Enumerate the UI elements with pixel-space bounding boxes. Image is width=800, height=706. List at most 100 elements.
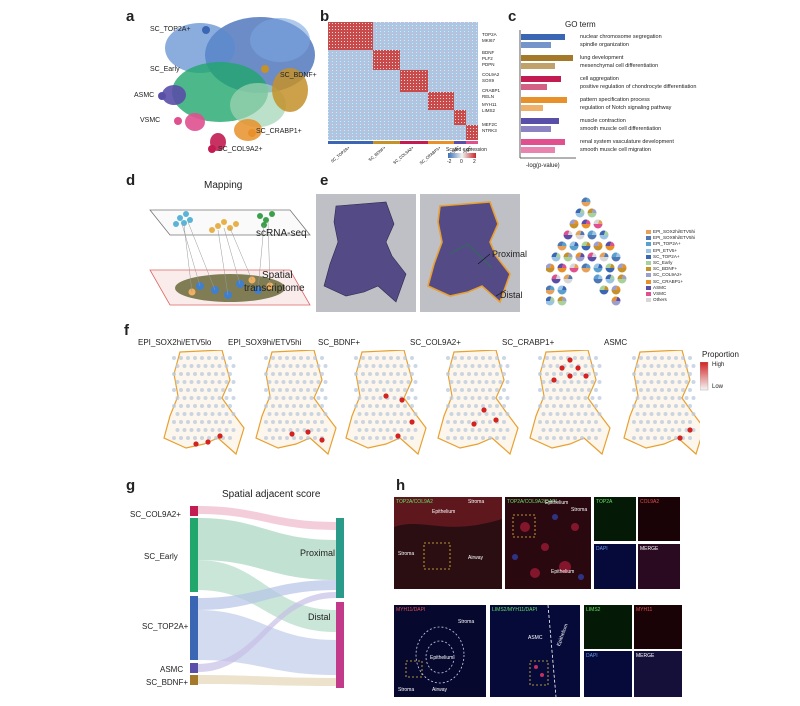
gene-label: COL9A2 xyxy=(482,72,500,77)
spot-pie xyxy=(557,285,567,295)
sankey-left-label-asmc: ASMC xyxy=(160,665,184,674)
proportion-high: High xyxy=(712,362,725,368)
spot-pie xyxy=(557,241,567,251)
micro-bottom-2-asmc: ASMC xyxy=(528,635,543,641)
sankey-left-label-bdnf: SC_BDNF+ xyxy=(146,678,189,687)
gene-label: TOP2A xyxy=(482,32,497,37)
heatmap-column-label: SC_BDNF+ xyxy=(367,145,387,163)
hot-spot xyxy=(471,421,477,427)
proximal-label: Proximal xyxy=(492,249,528,259)
legend-label: ASMC xyxy=(653,284,667,290)
hot-spot xyxy=(217,433,223,439)
hot-spot xyxy=(493,417,499,423)
heatmap-column-label: VSMC xyxy=(461,145,473,156)
spot-pie xyxy=(563,274,573,284)
sankey-left-label-early: SC_Early xyxy=(144,552,178,561)
expression-heatmap: SC_TOP2A+SC_BDNF+SC_COL9A2+SC_CRABP1+ASM… xyxy=(328,22,478,166)
distal-label: Distal xyxy=(500,290,523,300)
gene-label: PDPN xyxy=(482,62,495,67)
micro-bottom-1: MYH11/DAPI Stroma Epithelium Stroma Airw… xyxy=(394,605,486,697)
micro-top-3b-label: COL9A2 xyxy=(640,499,660,505)
spatial-pie-map xyxy=(546,197,627,306)
hot-spot xyxy=(193,441,199,447)
sankey-node-bdnf xyxy=(190,675,198,685)
mapping-schematic xyxy=(149,209,311,306)
micro-top-1-stroma-b: Stroma xyxy=(398,551,415,557)
micro-top-1-epithelium: Epithelium xyxy=(432,509,456,515)
sankey-title: Spatial adjacent score xyxy=(222,489,321,500)
go-term-label: nuclear chromosome segregation xyxy=(580,34,662,40)
legend-label: SC_TOP2A+ xyxy=(653,253,680,259)
proportion-legend-title: Proportion xyxy=(702,350,739,359)
micro-top-3c-label: DAPI xyxy=(596,546,608,552)
gene-label: BDNF xyxy=(482,50,495,55)
umap-label-crabp1: SC_CRABP1+ xyxy=(256,128,302,135)
spot-pie xyxy=(605,263,615,273)
sankey-node-top2a xyxy=(190,596,198,660)
sankey-node-distal xyxy=(336,602,344,688)
legend-swatch xyxy=(646,236,651,241)
hot-spot xyxy=(677,435,683,441)
go-bar xyxy=(521,76,561,82)
spot-pie xyxy=(581,241,591,251)
sankey-node-proximal xyxy=(336,518,344,598)
hot-spot xyxy=(567,373,573,379)
umap-label-vsmc: VSMC xyxy=(140,117,161,124)
micro-bottom-3a-label: LIMS2 xyxy=(586,607,601,613)
legend-label: VSMC xyxy=(653,291,667,296)
go-bar xyxy=(521,97,567,103)
gene-label: SOX9 xyxy=(482,78,495,83)
spot-pie xyxy=(605,241,615,251)
go-bar xyxy=(521,55,573,61)
go-bar xyxy=(521,139,565,145)
spot-pie xyxy=(605,274,615,284)
spot-pie xyxy=(599,252,609,262)
panel-f-title: SC_COL9A2+ xyxy=(410,338,461,347)
micro-bottom-1-epithelium: Epithelium xyxy=(430,655,454,661)
hot-spot xyxy=(575,365,581,371)
go-bar xyxy=(521,34,565,40)
go-term-label: lung development xyxy=(580,55,624,61)
go-title: GO term xyxy=(565,20,596,29)
scrna-label: scRNA-seq xyxy=(256,228,307,239)
spatial-label-line1: Spatial xyxy=(262,270,293,281)
micro-bottom-3d: MERGE xyxy=(634,651,682,697)
go-term-label: spindle organization xyxy=(580,42,629,48)
proportion-map xyxy=(623,350,700,456)
spot-pie xyxy=(557,296,567,306)
expression-colorbar xyxy=(448,153,476,158)
gene-label: RELN xyxy=(482,94,495,99)
micro-bottom-3b: MYH11 xyxy=(634,605,682,649)
gene-label: MKI67 xyxy=(482,38,496,43)
hot-spot xyxy=(395,433,401,439)
panel-f-title: SC_CRABP1+ xyxy=(502,338,555,347)
proportion-map xyxy=(163,350,245,456)
gene-label: MYH11 xyxy=(482,102,497,107)
micro-top-3a-label: TOP2A xyxy=(596,499,613,505)
go-term-label: pattern specification process xyxy=(580,97,650,103)
go-term-label: regulation of Notch signaling pathway xyxy=(580,105,672,111)
micro-bottom-1-stroma: Stroma xyxy=(458,619,475,625)
go-bar xyxy=(521,147,555,153)
spot-pie xyxy=(587,230,597,240)
heatmap-column-label: SC_CRABP1+ xyxy=(418,145,442,166)
micro-top-1: TOP2A/COL9A2 Epithelium Stroma Stroma Ai… xyxy=(394,497,502,589)
micro-top-3d: MERGE xyxy=(638,544,680,589)
legend-label: EPI_ETV5+ xyxy=(653,247,678,253)
micro-top-2: TOP2A/COL9A2/DAPI Epithelium Stroma Epit… xyxy=(505,497,591,589)
spot-pie xyxy=(593,241,603,251)
legend-label: EPI_SOX9hi/ETV5hi xyxy=(653,235,696,241)
spot-pie xyxy=(569,263,579,273)
proportion-colorbar xyxy=(700,362,709,391)
heatmap-legend-tick-high: 2 xyxy=(473,159,476,165)
hot-spot xyxy=(551,377,557,383)
umap-label-early: SC_Early xyxy=(150,66,180,73)
hot-spot xyxy=(567,357,573,363)
umap-label-top2a: SC_TOP2A+ xyxy=(150,26,191,33)
go-term-label: mesenchymal cell differentiation xyxy=(580,63,659,69)
go-bar xyxy=(521,63,555,69)
legend-label: EPI_SOX2hi/ETV5hi xyxy=(653,229,696,234)
micro-bottom-3c-label: DAPI xyxy=(586,653,598,659)
spatial-label-line2: transcriptome xyxy=(244,283,305,294)
proportion-low: Low xyxy=(712,384,724,390)
